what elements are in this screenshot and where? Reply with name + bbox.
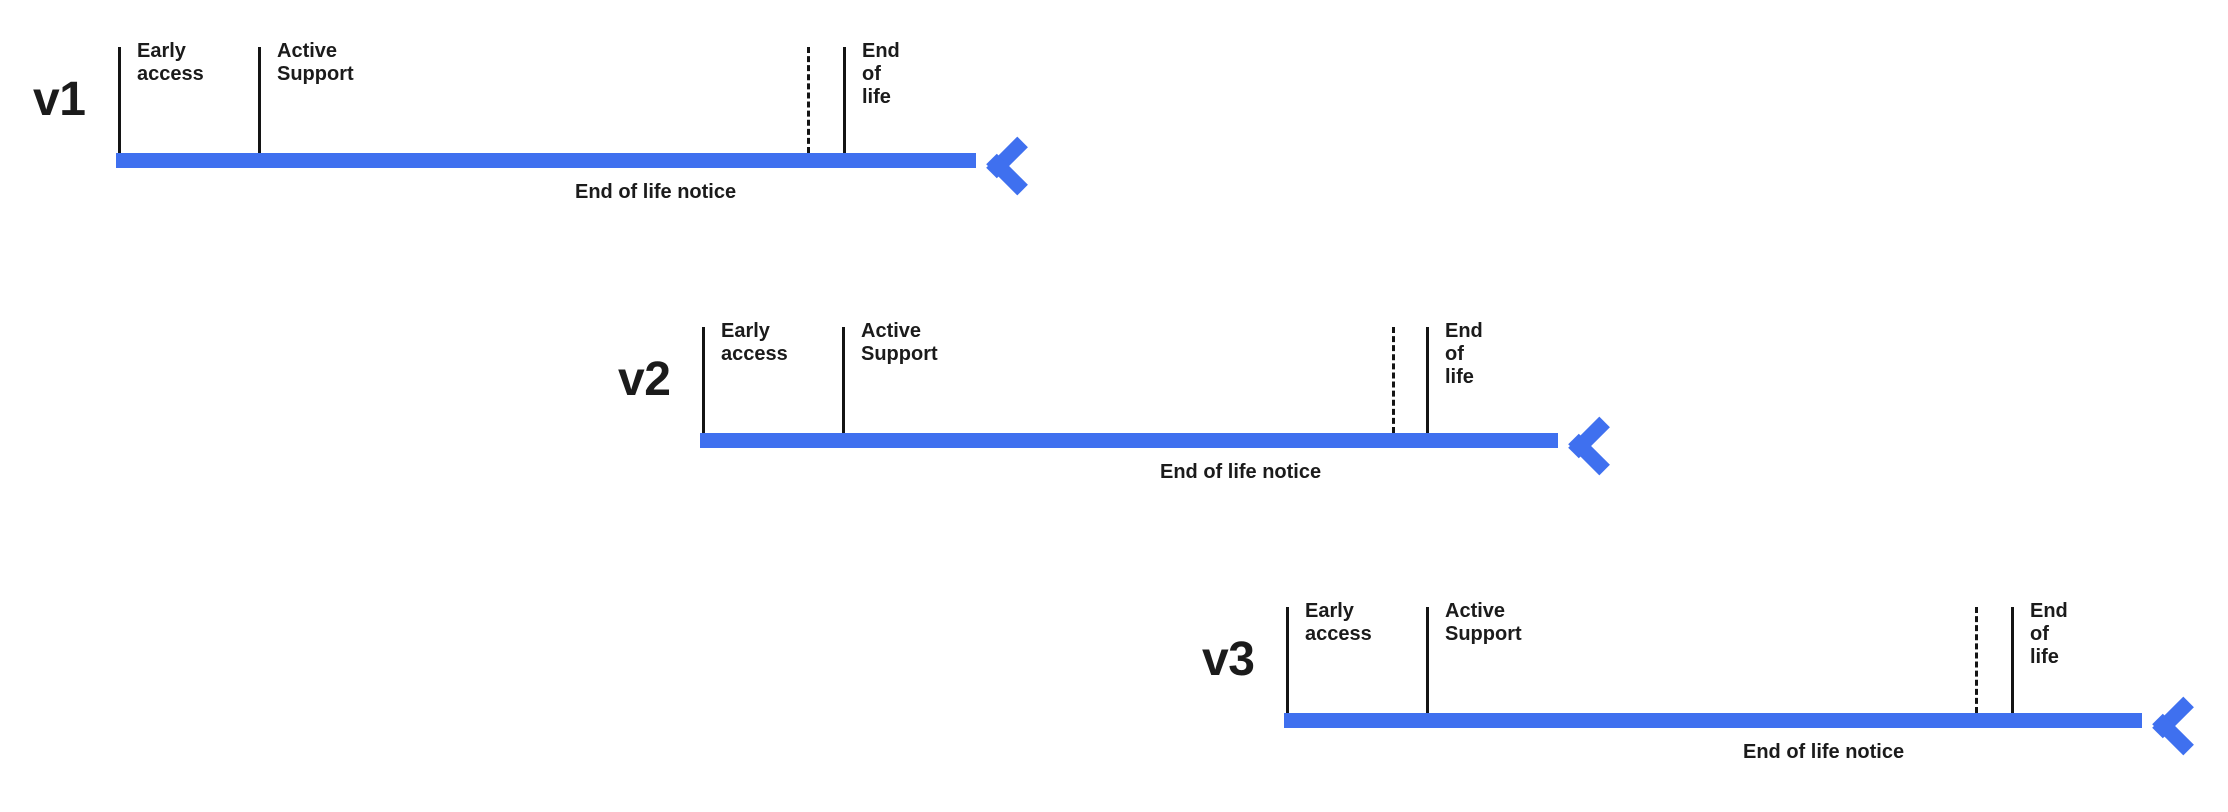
version-label-v1: v1 [33, 73, 86, 126]
divider-active-support-start-v2 [842, 327, 845, 433]
divider-end-of-life-notice-v2 [1392, 327, 1395, 433]
version-label-v2: v2 [618, 353, 671, 406]
phase-label-active-support-v3: Active Support [1445, 600, 1522, 645]
divider-end-of-life-notice-v1 [807, 47, 810, 153]
divider-early-access-start-v3 [1286, 607, 1289, 713]
divider-early-access-start-v2 [702, 327, 705, 433]
track-caption-end-of-life-notice-v3: End of life notice [1743, 741, 1905, 763]
phase-label-early-access-v2: Early access [721, 320, 788, 365]
phase-label-early-access-v1: Early access [137, 40, 204, 85]
divider-early-access-start-v1 [118, 47, 121, 153]
phase-label-end-of-life-v3: End of life [2030, 600, 2068, 668]
arrow-head-icon-v3 [2124, 690, 2194, 756]
arrow-head-icon-v1 [958, 130, 1028, 196]
lifecycle-arrow-track-v2 [700, 433, 1558, 448]
divider-end-of-life-notice-v3 [1975, 607, 1978, 713]
phase-label-active-support-v2: Active Support [861, 320, 938, 365]
arrow-head-icon-v2 [1540, 410, 1610, 476]
divider-end-of-life-start-v1 [843, 47, 846, 153]
phase-label-end-of-life-v2: End of life [1445, 320, 1483, 388]
version-label-v3: v3 [1202, 633, 1255, 686]
divider-end-of-life-start-v3 [2011, 607, 2014, 713]
divider-active-support-start-v1 [258, 47, 261, 153]
track-caption-end-of-life-notice-v2: End of life notice [1160, 461, 1322, 483]
phase-label-end-of-life-v1: End of life [862, 40, 900, 108]
track-caption-end-of-life-notice-v1: End of life notice [575, 181, 737, 203]
phase-label-active-support-v1: Active Support [277, 40, 354, 85]
divider-end-of-life-start-v2 [1426, 327, 1429, 433]
lifecycle-arrow-track-v3 [1284, 713, 2142, 728]
divider-active-support-start-v3 [1426, 607, 1429, 713]
lifecycle-arrow-track-v1 [116, 153, 976, 168]
phase-label-early-access-v3: Early access [1305, 600, 1372, 645]
